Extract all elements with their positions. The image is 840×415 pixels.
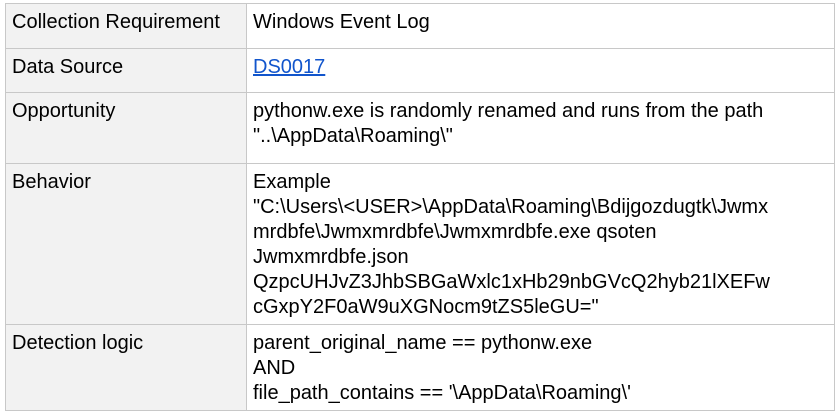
row-value: pythonw.exe is randomly renamed and runs… — [246, 92, 835, 164]
detection-table: Collection Requirement Windows Event Log… — [5, 3, 835, 411]
value-line: "..\AppData\Roaming\" — [253, 125, 453, 147]
row-label: Opportunity — [5, 92, 247, 164]
table-row: Opportunity pythonw.exe is randomly rena… — [5, 92, 835, 164]
row-label: Behavior — [5, 163, 247, 325]
table-row: Behavior Example "C:\Users\<USER>\AppDat… — [5, 163, 835, 325]
table-row: Data Source DS0017 — [5, 48, 835, 93]
value-line: cGxpY2F0aW9uXGNocm9tZS5leGU=" — [253, 296, 599, 318]
value-line: Windows Event Log — [253, 11, 430, 33]
value-line: pythonw.exe is randomly renamed and runs… — [253, 100, 764, 122]
row-label: Collection Requirement — [5, 3, 247, 49]
row-label: Data Source — [5, 48, 247, 93]
row-value: parent_original_name == pythonw.exe AND … — [246, 324, 835, 411]
value-line: file_path_contains == '\AppData\Roaming\… — [253, 382, 631, 404]
row-value: Windows Event Log — [246, 3, 835, 49]
value-line: "C:\Users\<USER>\AppData\Roaming\Bdijgoz… — [253, 196, 769, 218]
row-value: DS0017 — [246, 48, 835, 93]
value-line: mrdbfe\Jwmxmrdbfe\Jwmxmrdbfe.exe qsoten — [253, 221, 657, 243]
value-line: parent_original_name == pythonw.exe — [253, 332, 593, 354]
value-line: AND — [253, 357, 296, 379]
row-label: Detection logic — [5, 324, 247, 411]
value-line: Jwmxmrdbfe.json — [253, 246, 409, 268]
table-row: Collection Requirement Windows Event Log — [5, 3, 835, 49]
value-line: Example — [253, 171, 331, 193]
table-row: Detection logic parent_original_name == … — [5, 324, 835, 411]
data-source-link[interactable]: DS0017 — [253, 56, 326, 78]
value-line: QzpcUHJvZ3JhbSBGaWxlc1xHb29nbGVcQ2hyb21l… — [253, 271, 770, 293]
row-value: Example "C:\Users\<USER>\AppData\Roaming… — [246, 163, 835, 325]
